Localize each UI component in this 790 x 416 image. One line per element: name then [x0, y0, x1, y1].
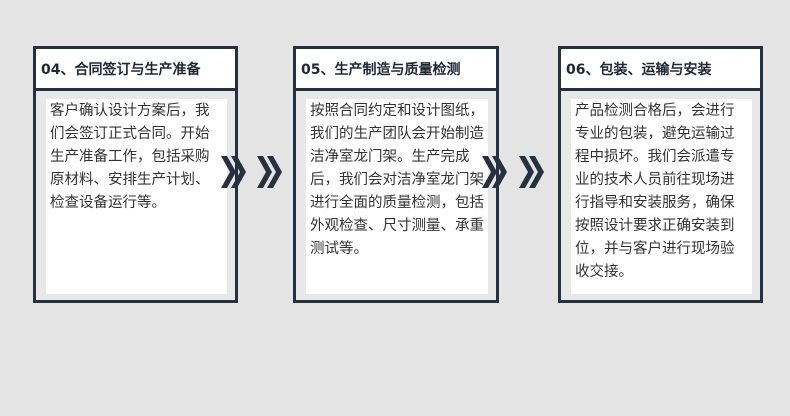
double-chevron-right-icon	[255, 152, 283, 192]
step-title-04: 04、合同签订与生产准备	[36, 49, 235, 91]
step-description-04: 客户确认设计方案后，我们会签订正式合同。开始生产准备工作，包括采购原材料、安排生…	[46, 99, 227, 294]
step-card-04: 04、合同签订与生产准备 客户确认设计方案后，我们会签订正式合同。开始生产准备工…	[33, 46, 238, 303]
double-chevron-right-icon	[480, 152, 508, 192]
step-description-06: 产品检测合格后，会进行专业的包装，避免运输过程中损坏。我们会派遣专业的技术人员前…	[571, 99, 752, 294]
double-chevron-right-icon	[517, 152, 545, 192]
double-chevron-right-icon	[219, 152, 247, 192]
step-card-06: 06、包装、运输与安装 产品检测合格后，会进行专业的包装，避免运输过程中损坏。我…	[558, 46, 763, 303]
step-title-05: 05、生产制造与质量检测	[296, 49, 496, 91]
step-card-05: 05、生产制造与质量检测 按照合同约定和设计图纸，我们的生产团队会开始制造洁净室…	[293, 46, 499, 303]
step-title-06: 06、包装、运输与安装	[561, 49, 760, 91]
step-description-05: 按照合同约定和设计图纸，我们的生产团队会开始制造洁净室龙门架。生产完成后，我们会…	[306, 99, 488, 294]
